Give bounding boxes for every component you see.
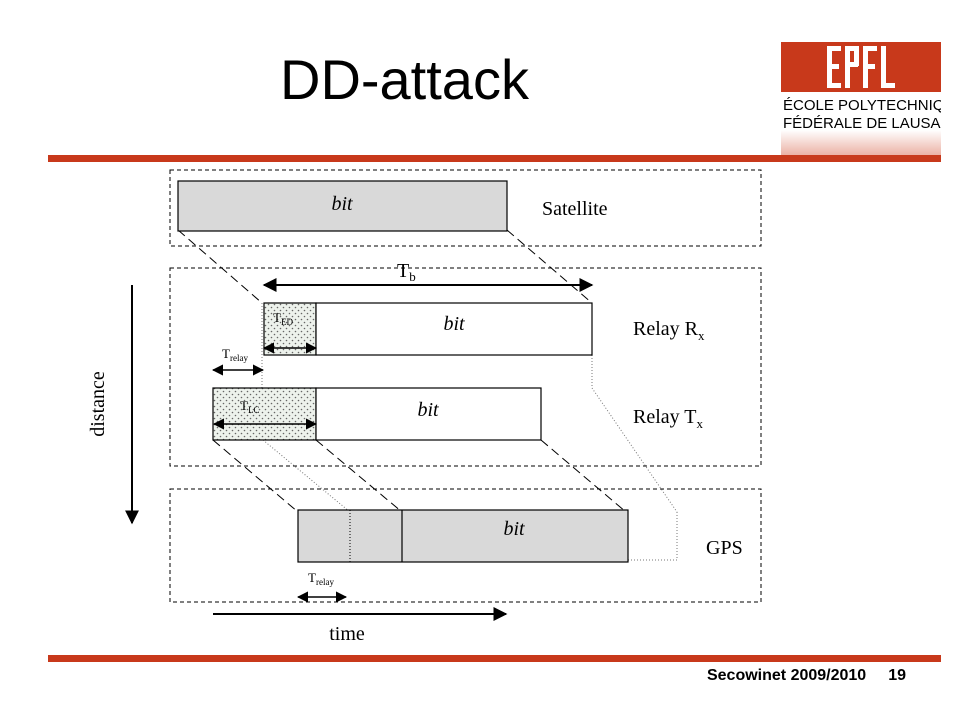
dotted-lines — [261, 303, 678, 561]
relay-tx-label: Relay Tx — [633, 406, 704, 431]
satellite-bit-label: bit — [331, 193, 353, 215]
relay-rx-bit-box — [315, 302, 593, 356]
relay-tx-bit-label: bit — [417, 399, 439, 421]
trelay-bottom-label: Trelay — [308, 570, 334, 587]
trelay-label: Trelay — [222, 346, 248, 363]
relay-rx-bit-label: bit — [443, 313, 465, 335]
footer: Secowinet 2009/2010 19 — [707, 667, 906, 685]
footer-course: Secowinet 2009/2010 — [706, 667, 867, 684]
logo-red-band — [781, 42, 941, 92]
satellite-frame — [169, 169, 762, 247]
distance-label: distance — [87, 371, 109, 437]
time-label: time — [329, 623, 365, 645]
page-number: 19 — [888, 667, 906, 684]
satellite-bit-box — [177, 180, 508, 232]
tb-label: Tb — [397, 260, 416, 284]
relay-frame — [169, 267, 762, 467]
logo-wordmark — [827, 46, 895, 88]
relay-rx-label: Relay Rx — [633, 318, 705, 343]
gps-frame — [169, 488, 762, 603]
propagation-lines — [177, 229, 627, 513]
epfl-logo: ÉCOLE POLYTECHNIQUE FÉDÉRALE DE LAUSANNE — [781, 42, 960, 158]
logo-line1: ÉCOLE POLYTECHNIQUE — [783, 97, 941, 114]
tlc-label: TLC — [240, 398, 259, 415]
gps-bit-label: bit — [503, 518, 525, 540]
slide-title: DD-attack — [280, 48, 529, 111]
logo-line2: FÉDÉRALE DE LAUSANNE — [783, 115, 941, 132]
satellite-label: Satellite — [542, 198, 608, 220]
top-rule — [48, 155, 941, 162]
relay-tx-lc-box — [212, 387, 317, 441]
gps-label: GPS — [706, 537, 743, 559]
ted-label: TED — [273, 310, 293, 327]
bottom-rule — [48, 655, 941, 662]
gps-bit-box — [297, 509, 629, 563]
relay-tx-bit-box — [315, 387, 542, 441]
